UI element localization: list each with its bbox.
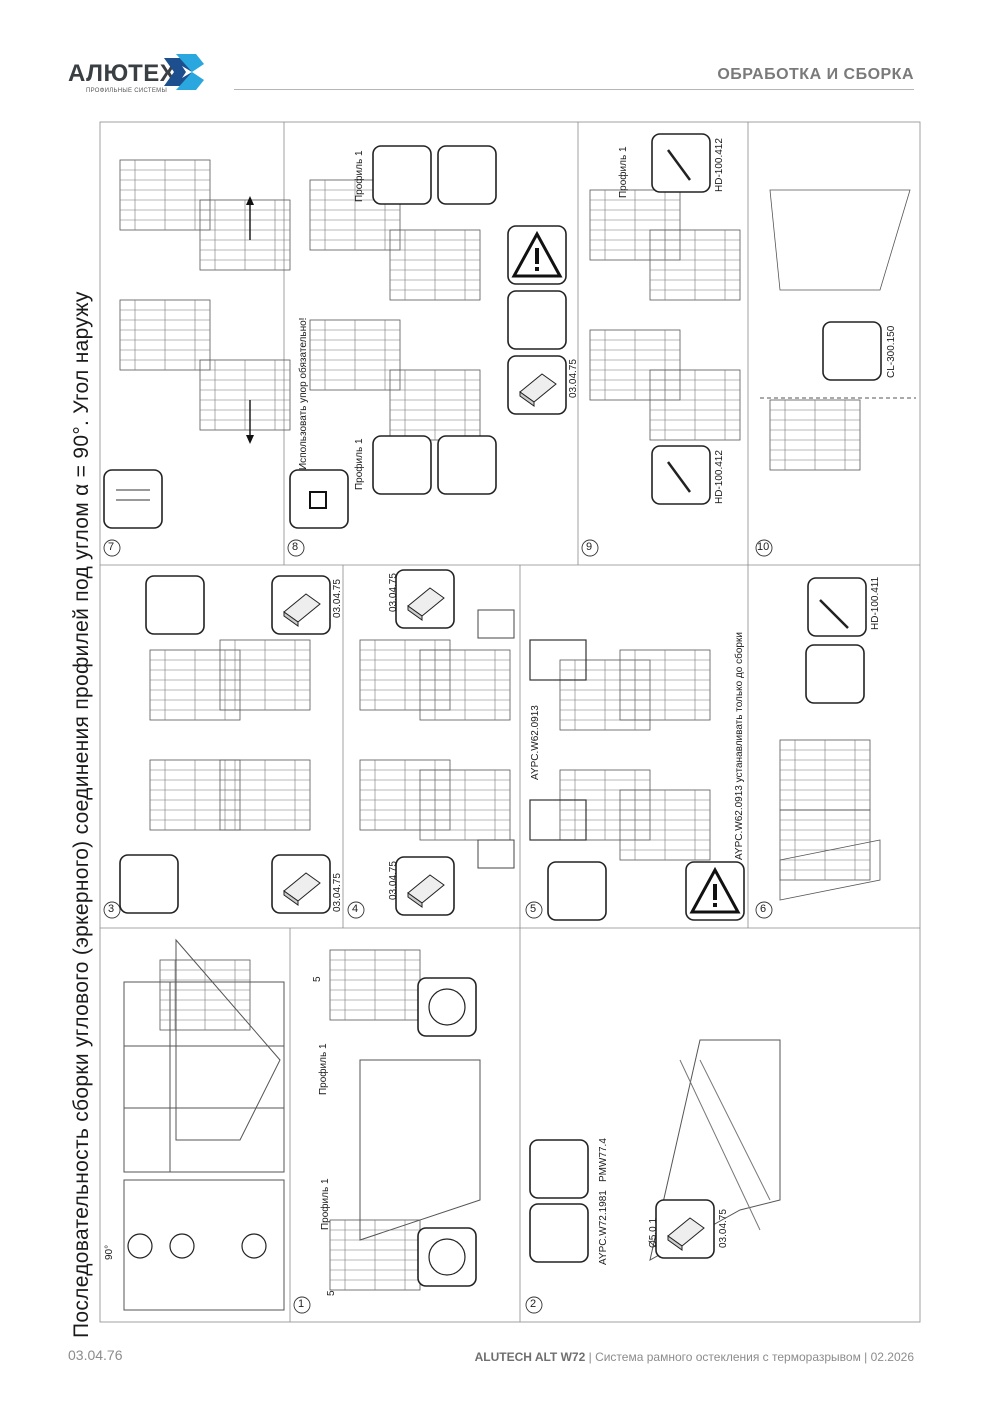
step-1-dim-a: 5: [326, 1290, 337, 1296]
step-1-number: 1: [298, 1298, 305, 1310]
footer-brand: ALUTECH ALT W72: [474, 1350, 586, 1364]
step-10-drawing: [760, 189, 916, 471]
footer-info: ALUTECH ALT W72 | Система рамного остекл…: [475, 1350, 914, 1364]
step-2-drill: Ø5.0 1: [648, 1217, 659, 1248]
step-9-drawing: [589, 133, 741, 505]
step-3-number: 3: [108, 903, 115, 915]
step-8-number: 8: [292, 541, 299, 553]
step-8-code: 03.04.75: [568, 359, 579, 398]
step-6-tool: HD-100.411: [870, 576, 881, 630]
step-10-tool: CL-300.150: [886, 325, 897, 378]
step-numbers: [103, 539, 773, 1314]
step-8-drawing: [289, 145, 568, 529]
step-9-tool-a: HD-100.412: [714, 138, 725, 192]
step-2-number: 2: [530, 1298, 537, 1310]
step-1-profile-label-b: Профиль 1: [318, 1043, 329, 1095]
step-7-number: 7: [108, 541, 115, 553]
step-7-drawing: [103, 159, 291, 529]
page-code: 03.04.76: [68, 1347, 123, 1363]
step-1-drawing: [123, 938, 481, 1311]
step-5-part: AYPC.W62.0913: [530, 705, 541, 780]
step-2-part-a: AYPC.W72.1981: [598, 1190, 609, 1265]
step-5-warning: AYPC.W62.0913 устанавливать только до сб…: [734, 632, 745, 860]
step-9-number: 9: [586, 541, 593, 553]
step-10-number: 10: [757, 541, 770, 553]
step-8-note: Использовать упор обязательно!: [298, 317, 309, 470]
step-9-profile: Профиль 1: [618, 146, 629, 198]
step-9-tool-b: HD-100.412: [714, 450, 725, 504]
step-2-part-b: PMW77.4: [598, 1138, 609, 1182]
logo-subtitle: ПРОФИЛЬНЫЕ СИСТЕМЫ: [86, 88, 168, 94]
step-8-profile-b: Профиль 1: [354, 438, 365, 490]
logo-text: АЛЮТЕХ: [68, 60, 177, 87]
page-title: Последовательность сборки углового (эрке…: [70, 291, 93, 1338]
step-5-drawing: [529, 639, 746, 922]
step-4-number: 4: [352, 903, 359, 915]
step-1-angle-label: 90°: [104, 1244, 115, 1260]
step-3-code-a: 03.04.75: [332, 873, 343, 912]
footer-description: | Система рамного остекления с терморазр…: [585, 1350, 914, 1364]
alutech-logo-icon: [164, 54, 204, 90]
panel-grid: [99, 121, 921, 1323]
step-8-profile-a: Профиль 1: [354, 150, 365, 202]
step-3-drawing: [119, 575, 331, 914]
step-6-number: 6: [760, 903, 767, 915]
step-2-drawing: [529, 1039, 781, 1263]
step-3-code-b: 03.04.75: [332, 579, 343, 618]
step-1-profile-label-a: Профиль 1: [320, 1178, 331, 1230]
header-divider: [234, 89, 914, 90]
step-4-code-a: 03.04.75: [388, 861, 399, 900]
step-5-number: 5: [530, 903, 537, 915]
step-1-dim-b: 5: [312, 976, 323, 982]
section-title: ОБРАБОТКА И СБОРКА: [717, 66, 914, 83]
step-2-code: 03.04.75: [718, 1209, 729, 1248]
step-4-drawing: [359, 569, 515, 916]
step-6-drawing: [779, 577, 881, 901]
step-4-code-b: 03.04.75: [388, 573, 399, 612]
page-header: АЛЮТЕХ ПРОФИЛЬНЫЕ СИСТЕМЫ ОБРАБОТКА И СБ…: [0, 0, 1000, 110]
